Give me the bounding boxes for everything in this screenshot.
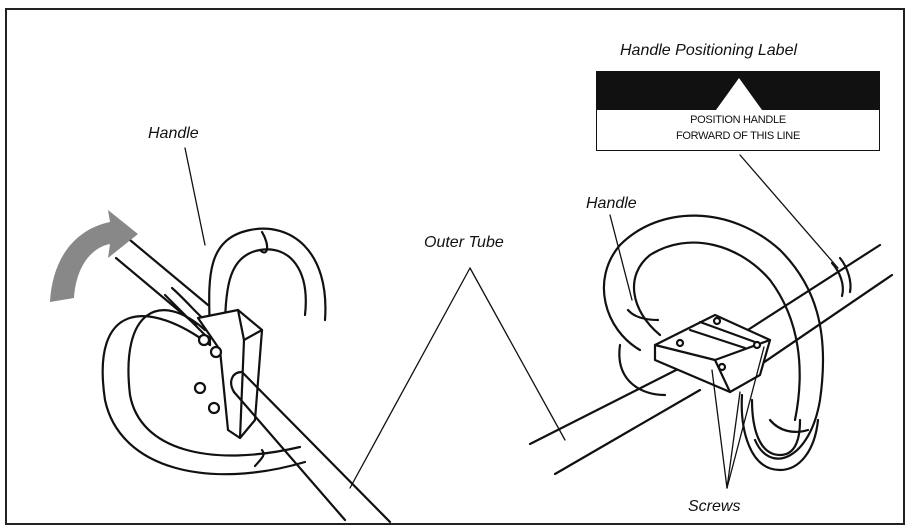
left-clamp (195, 310, 262, 438)
screws-label: Screws (688, 498, 740, 516)
positioning-label-title: Handle Positioning Label (620, 42, 797, 60)
left-outer-tube-back (116, 240, 208, 325)
handle-positioning-label: POSITION HANDLE FORWARD OF THIS LINE (596, 71, 880, 151)
outer-tube-label: Outer Tube (424, 234, 504, 252)
label-line-2: FORWARD OF THIS LINE (597, 130, 879, 142)
handle-label-left: Handle (148, 125, 199, 143)
rotation-arrow-icon (50, 210, 138, 302)
label-line-1: POSITION HANDLE (597, 114, 879, 126)
leader-lines (185, 148, 838, 488)
handle-label-right: Handle (586, 195, 637, 213)
